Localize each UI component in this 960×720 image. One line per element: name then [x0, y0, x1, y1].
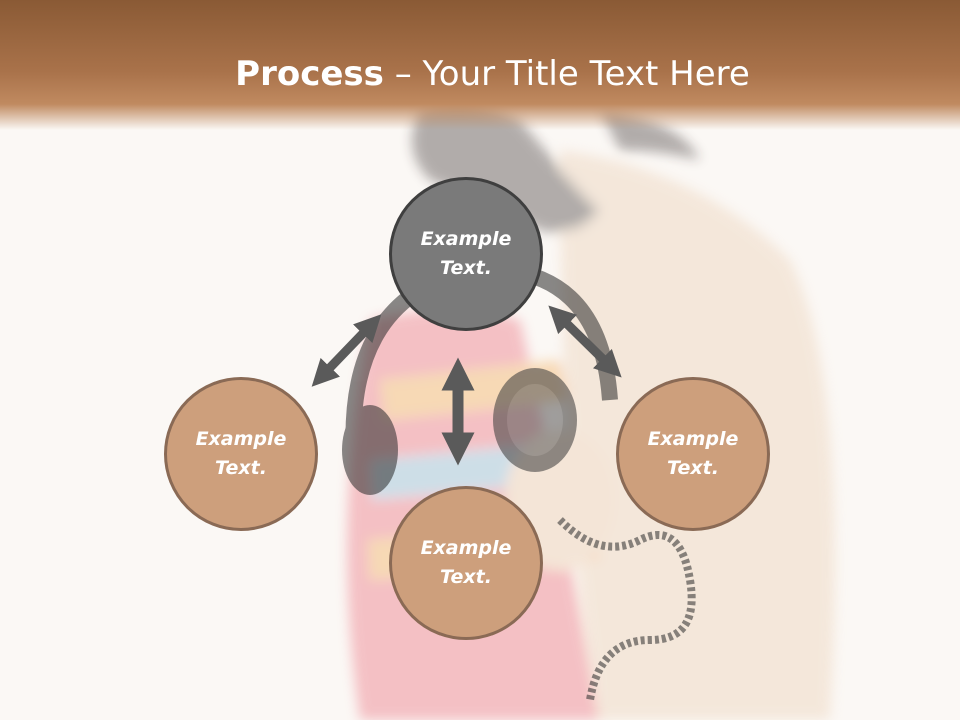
node-bottom-label: Example Text.: [420, 537, 512, 588]
title-bold: Process: [235, 54, 384, 94]
node-bottom: Example Text.: [389, 486, 543, 640]
slide-title: Process – Your Title Text Here: [0, 54, 960, 94]
node-right-label: Example Text.: [647, 428, 739, 479]
node-top-label: Example Text.: [420, 228, 512, 279]
arrow-top-right: [548, 305, 622, 378]
node-right: Example Text.: [616, 377, 770, 531]
node-left: Example Text.: [164, 377, 318, 531]
title-separator: –: [383, 54, 423, 94]
title-rest: Your Title Text Here: [422, 54, 750, 94]
arrow-top-left: [311, 314, 382, 387]
title-bar: [0, 0, 960, 130]
node-left-label: Example Text.: [195, 428, 287, 479]
node-top: Example Text.: [389, 177, 543, 331]
